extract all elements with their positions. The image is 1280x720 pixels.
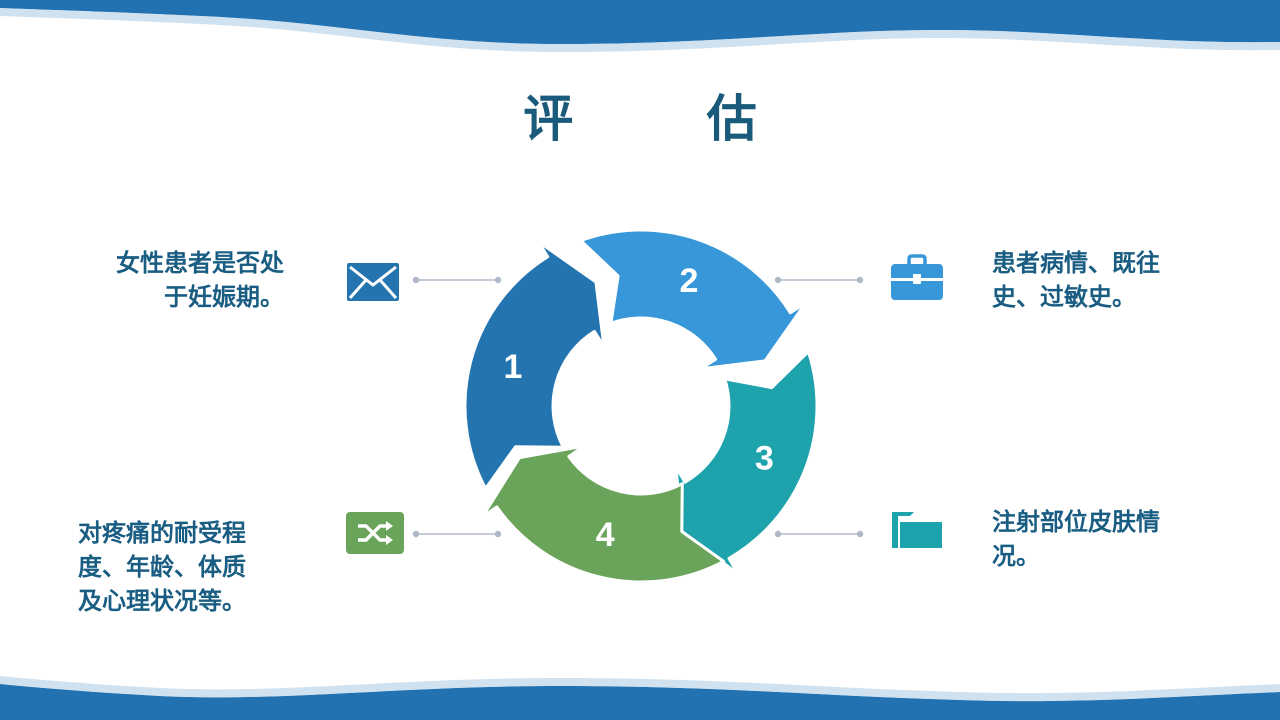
cycle-segment-2 [579, 228, 807, 371]
description-4-line-2: 度、年龄、体质 [78, 553, 246, 581]
cycle-segment-4 [480, 444, 726, 584]
envelope-icon [347, 263, 399, 301]
cycle-number-4: 4 [596, 516, 615, 554]
connector-line-1 [412, 276, 502, 284]
shuffle-icon [346, 512, 404, 554]
page-title: 评 估 [523, 90, 815, 148]
cycle-segment-1 [463, 240, 606, 491]
description-4: 对疼痛的耐受程 度、年龄、体质 及心理状况等。 [78, 516, 293, 618]
connector-line-2 [774, 276, 864, 284]
description-1-line-2: 于妊娠期。 [164, 283, 284, 311]
description-2: 患者病情、既往 史、过敏史。 [992, 246, 1207, 314]
folder-icon [892, 512, 942, 548]
cycle-segment-3 [674, 350, 819, 576]
description-1: 女性患者是否处 于妊娠期。 [74, 246, 284, 314]
description-4-line-1: 对疼痛的耐受程 [78, 519, 246, 547]
description-1-line-1: 女性患者是否处 [116, 249, 284, 277]
briefcase-icon [891, 254, 943, 300]
cycle-number-2: 2 [680, 262, 699, 300]
description-3-line-1: 注射部位皮肤情 [992, 508, 1160, 536]
description-3-line-2: 况。 [992, 542, 1040, 570]
description-3: 注射部位皮肤情 况。 [992, 505, 1207, 573]
bottom-wave-decoration [0, 676, 1280, 720]
cycle-number-3: 3 [755, 439, 774, 477]
connector-line-3 [774, 530, 864, 538]
description-2-line-2: 史、过敏史。 [992, 283, 1136, 311]
description-4-line-3: 及心理状况等。 [78, 587, 246, 615]
top-wave-decoration [0, 0, 1280, 52]
cycle-number-1: 1 [503, 348, 522, 386]
connector-line-4 [412, 530, 502, 538]
description-2-line-1: 患者病情、既往 [992, 249, 1160, 277]
